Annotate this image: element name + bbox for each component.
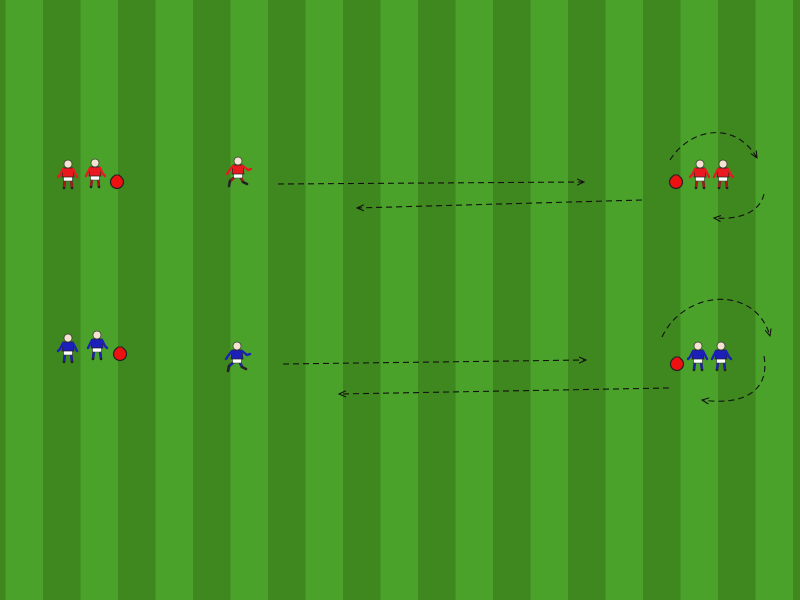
pitch-stripe [155,0,193,600]
pitch-stripe [305,0,343,600]
player-icon [710,341,733,372]
player-icon [86,330,109,361]
pitch-stripe [193,0,231,600]
pitch-stripe [418,0,456,600]
player-icon [688,159,711,190]
pitch-stripe [43,0,81,600]
player-icon [84,158,107,189]
movement-arrow [339,387,670,394]
ball-icon [668,174,684,190]
movement-arrow [669,132,757,161]
pitch-stripe [755,0,793,600]
player-icon [686,341,709,372]
player-icon [56,333,79,364]
pitch-stripe [0,0,6,600]
pitch-stripe [643,0,681,600]
movement-arrow [702,355,766,401]
ball-icon [669,356,685,372]
pitch-stripe [5,0,43,600]
movement-arrows [277,132,770,402]
pitch-stripe [343,0,381,600]
movement-arrow [661,298,770,337]
player-icon [225,156,253,188]
players-layer [56,156,735,373]
pitch-stripe [230,0,268,600]
movement-arrow [282,360,586,365]
ball-icon [112,346,128,362]
player-icon [56,159,79,190]
pitch-stripe [793,0,800,600]
movement-arrow [277,182,584,184]
pitch-stripe [718,0,756,600]
ball-icon [109,174,125,190]
pitch-stripe [568,0,606,600]
pitch-stripe [268,0,306,600]
movement-arrow [714,193,765,218]
movement-arrow [357,199,643,208]
player-icon [712,159,735,190]
balls-layer [109,174,685,372]
pitch-stripe [605,0,643,600]
pitch-stripe [380,0,418,600]
pitch-stripe [530,0,568,600]
pitch-stripe [455,0,493,600]
pitch-stripe [118,0,156,600]
pitch-stripe [493,0,531,600]
player-icon [224,341,252,373]
pitch-stripe [80,0,118,600]
